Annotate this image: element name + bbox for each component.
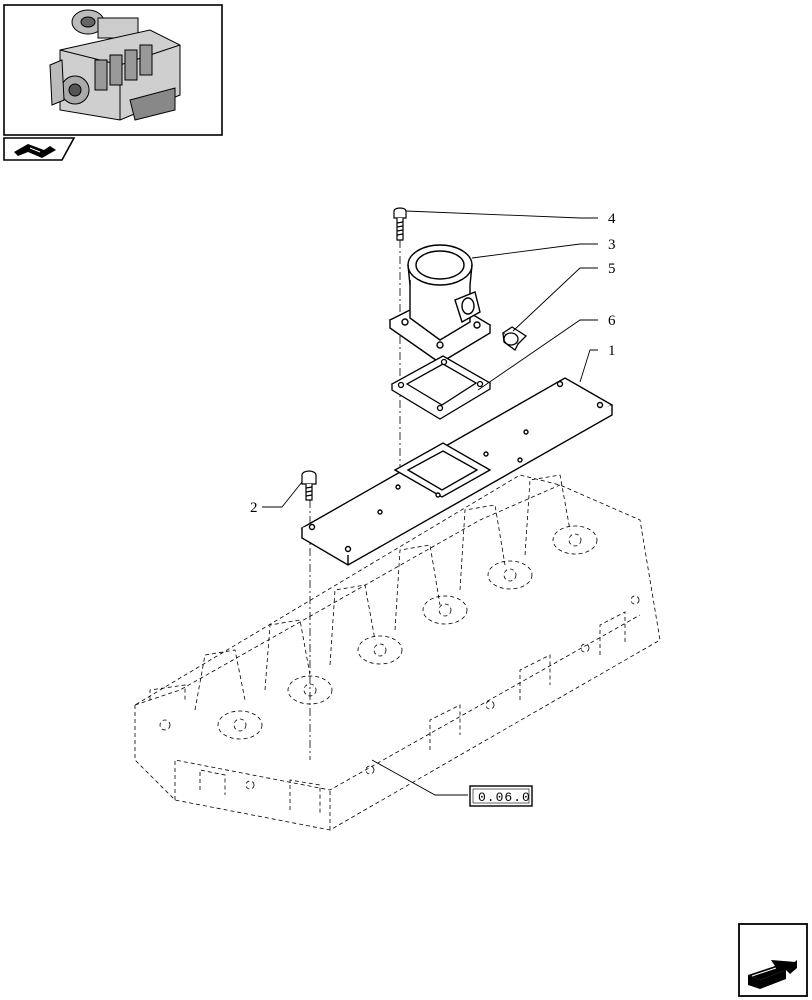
- plug-part-5[interactable]: [501, 326, 528, 351]
- cover-plate-part-1[interactable]: [300, 377, 614, 566]
- next-page-arrow-icon: [748, 960, 797, 989]
- bolt-part-2[interactable]: [301, 470, 317, 501]
- engine-thumbnail-icon: [49, 9, 181, 121]
- leader-lines: [262, 210, 598, 796]
- callout-2: 2: [250, 500, 258, 516]
- reference-link[interactable]: 0.06.0: [469, 785, 533, 807]
- inlet-elbow-part-3[interactable]: [388, 244, 492, 364]
- section-part-icon: [14, 144, 56, 158]
- engine-thumbnail[interactable]: [3, 4, 223, 136]
- callout-3: 3: [608, 237, 616, 253]
- next-page-button[interactable]: [738, 923, 808, 997]
- callout-5: 5: [608, 261, 616, 277]
- bolt-part-4[interactable]: [393, 207, 407, 241]
- gasket-part-6[interactable]: [390, 355, 492, 420]
- callout-1: 1: [608, 343, 616, 359]
- section-tab[interactable]: [3, 137, 76, 161]
- cylinder-head-ghost: [134, 474, 661, 831]
- callout-4: 4: [608, 211, 616, 227]
- callout-6: 6: [608, 313, 616, 329]
- reference-label: 0.06.0: [478, 790, 531, 805]
